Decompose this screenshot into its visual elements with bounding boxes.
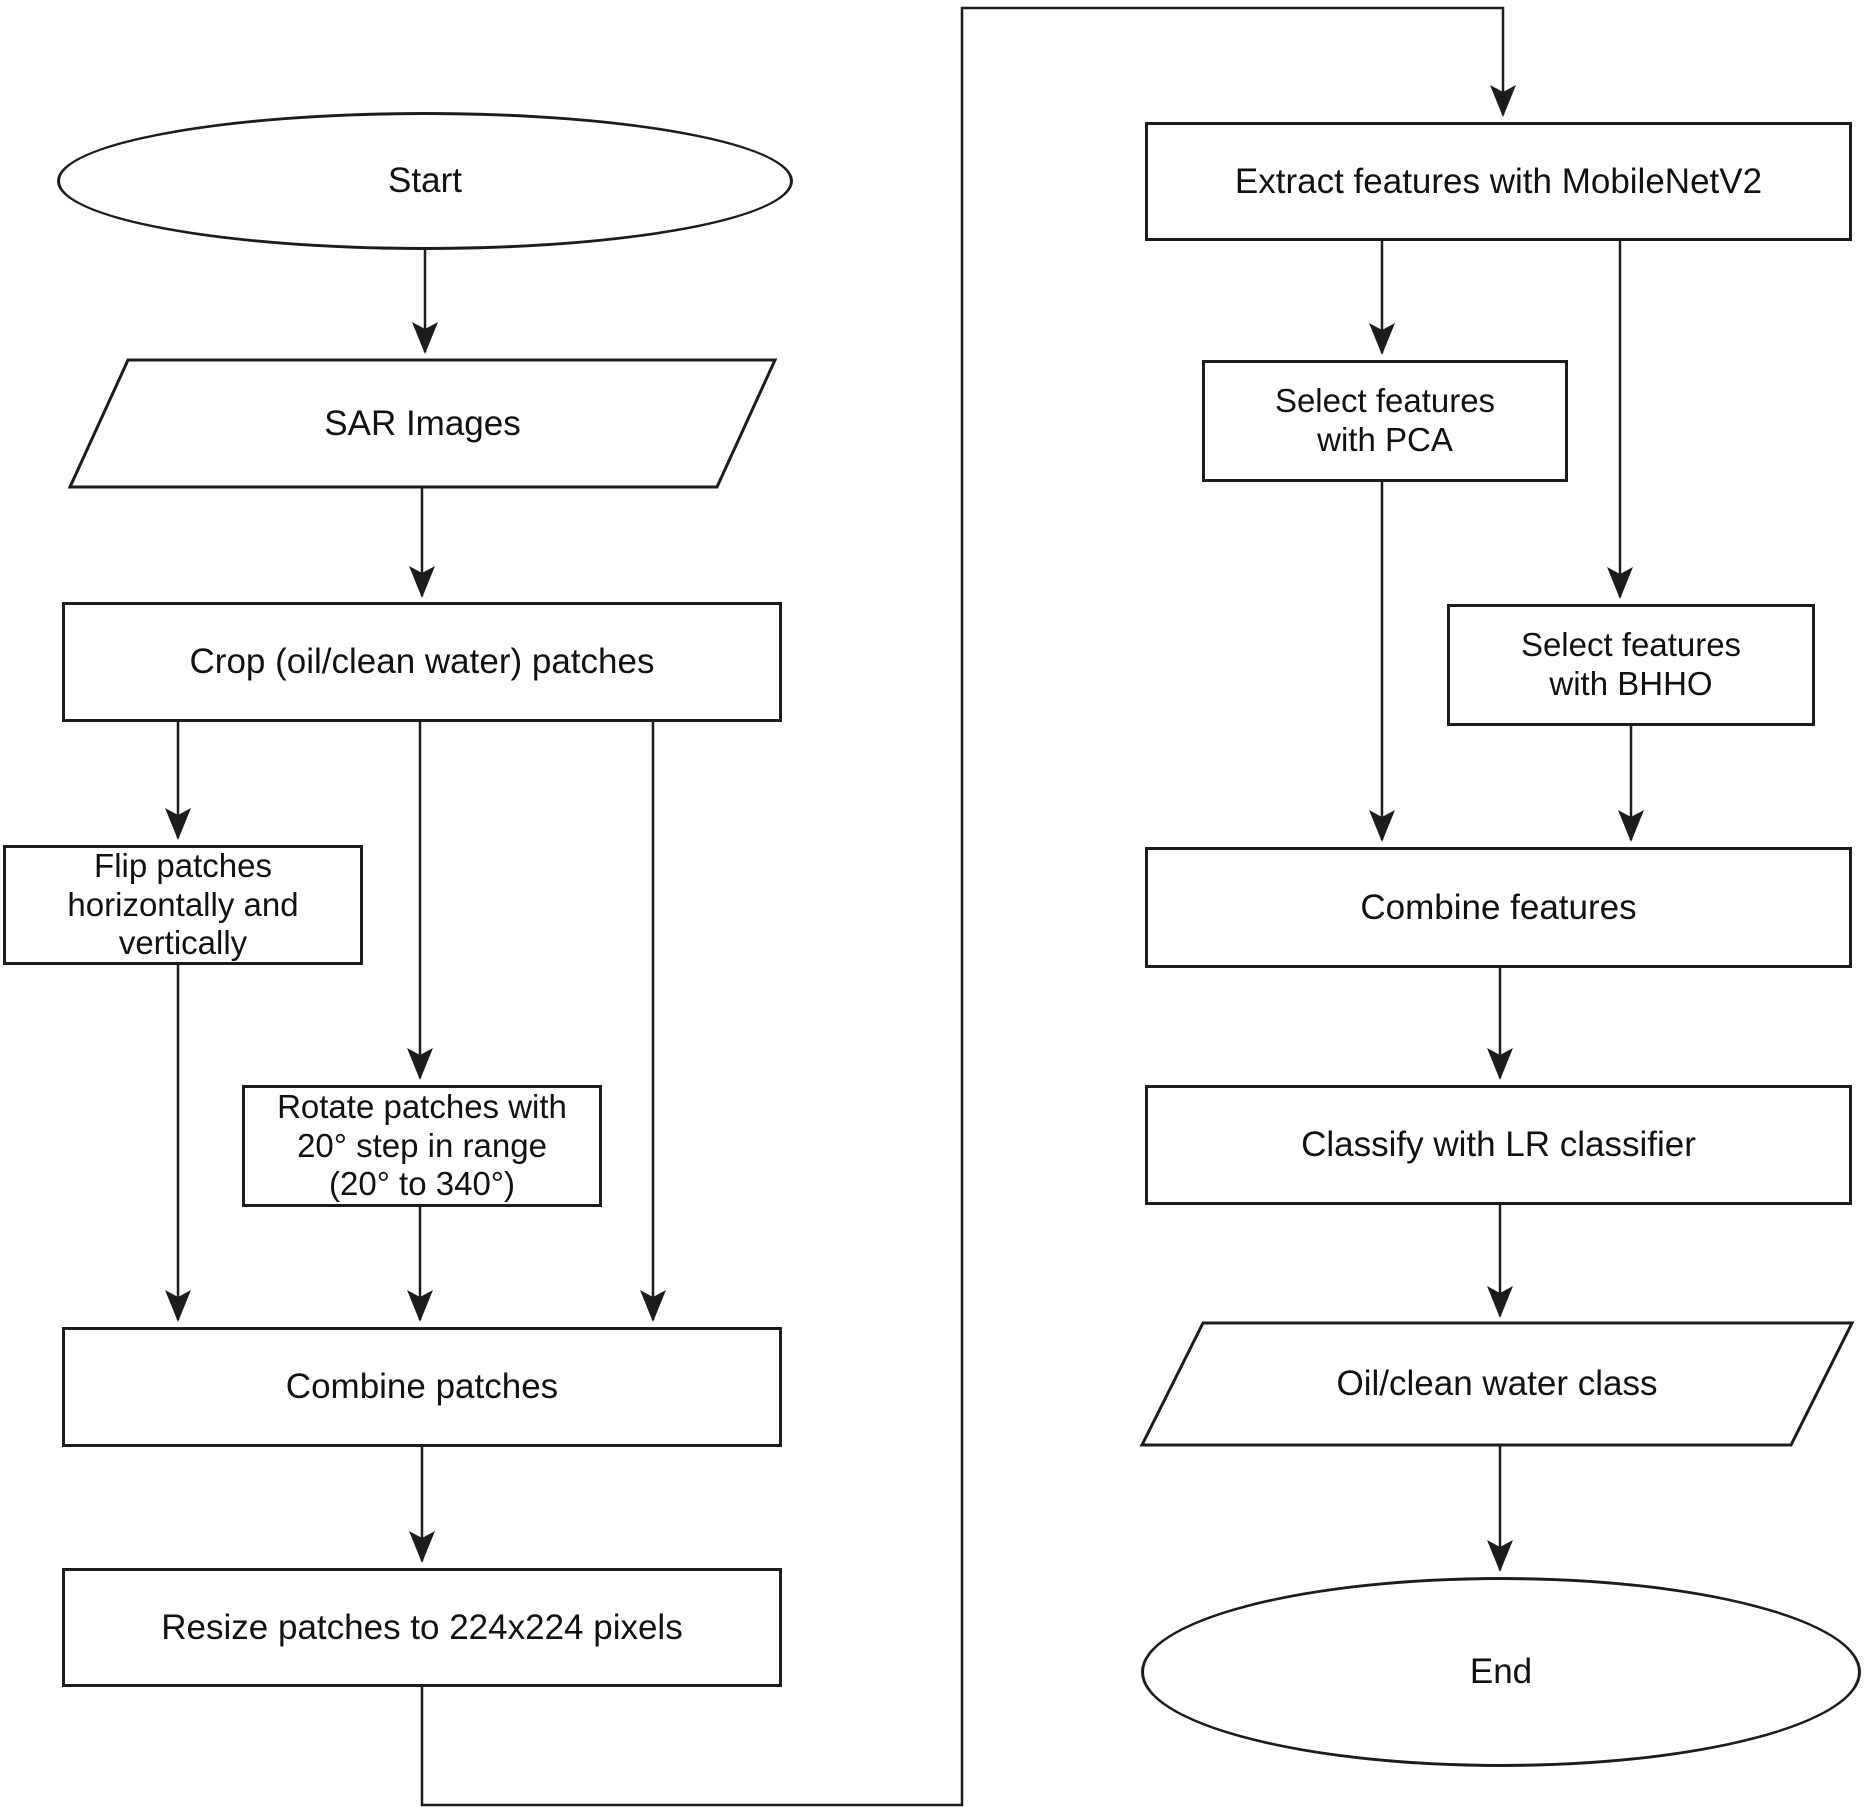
node-combine-features: Combine features (1145, 847, 1852, 968)
node-flip-patches: Flip patches horizontally and vertically (3, 845, 363, 965)
node-classify-lr: Classify with LR classifier (1145, 1085, 1852, 1205)
node-crop-patches: Crop (oil/clean water) patches (62, 602, 782, 722)
sar-images-parallelogram-shape (67, 358, 778, 489)
node-rotate-patches: Rotate patches with 20° step in range (2… (242, 1085, 602, 1207)
node-select-features-bhho: Select features with BHHO (1447, 604, 1815, 726)
node-output-class: Oil/clean water class (1336, 1364, 1658, 1404)
node-extract-features: Extract features with MobileNetV2 (1145, 122, 1852, 241)
node-combine-patches: Combine patches (62, 1327, 782, 1447)
node-end: End (1141, 1577, 1861, 1767)
node-select-features-pca: Select features with PCA (1202, 360, 1568, 482)
output-class-parallelogram-shape (1139, 1321, 1855, 1447)
node-start: Start (57, 112, 793, 250)
node-sar-images: SAR Images (324, 403, 521, 443)
node-resize-patches: Resize patches to 224x224 pixels (62, 1568, 782, 1687)
edge-resize-to-extract (420, 6, 1516, 1807)
